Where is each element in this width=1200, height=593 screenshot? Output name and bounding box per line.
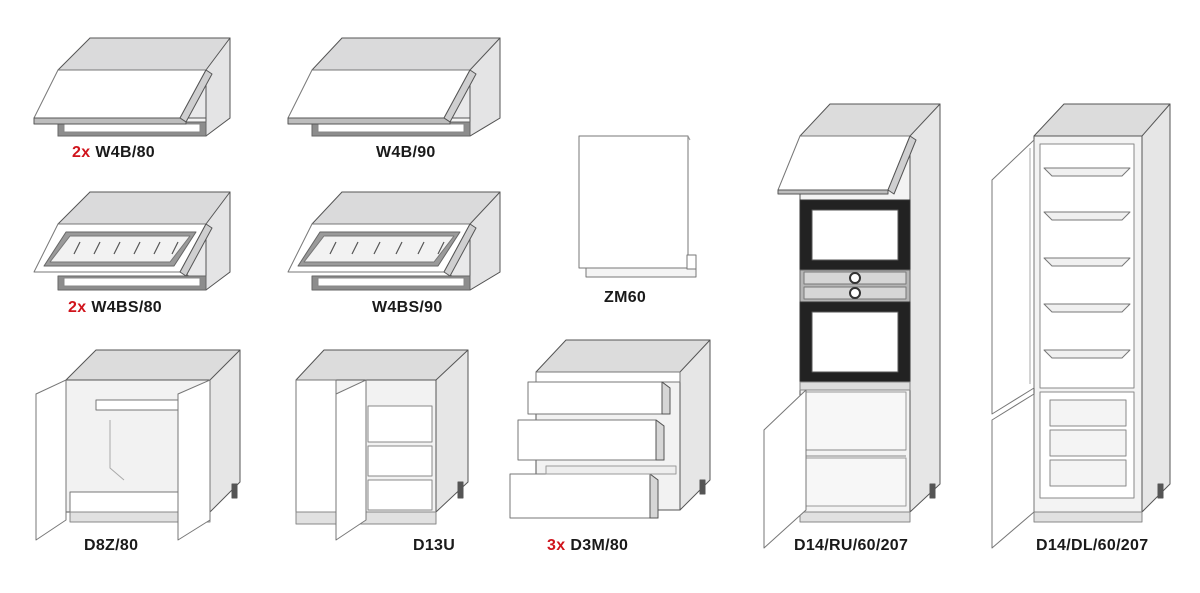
glass-cabinet-w4bs90-icon[interactable] xyxy=(287,191,501,291)
product-code: W4B/90 xyxy=(376,144,436,161)
product-code: D14/DL/60/207 xyxy=(1036,537,1149,554)
quantity-badge: 2x xyxy=(72,144,91,161)
product-code: W4B/80 xyxy=(95,144,156,161)
wall-cabinet-w4b80-icon[interactable] xyxy=(33,37,231,137)
quantity-badge: 3x xyxy=(547,537,566,554)
label-d8z80: D8Z/80 xyxy=(84,537,138,555)
dishwasher-panel-zm60-icon[interactable] xyxy=(578,135,697,278)
label-w4b90: W4B/90 xyxy=(376,144,436,162)
label-d14dl: D14/DL/60/207 xyxy=(1036,537,1148,555)
quantity-badge: 2x xyxy=(68,299,87,316)
product-code: D13U xyxy=(413,537,456,554)
product-code: D3M/80 xyxy=(570,537,629,554)
wall-cabinet-w4b90-icon[interactable] xyxy=(287,37,501,137)
glass-cabinet-w4bs80-icon[interactable] xyxy=(33,191,231,291)
fridge-tall-d14dl-icon[interactable] xyxy=(991,103,1171,549)
product-code: ZM60 xyxy=(604,289,647,306)
product-code: D8Z/80 xyxy=(84,537,139,554)
label-zm60: ZM60 xyxy=(604,289,646,307)
sink-base-d8z80-icon[interactable] xyxy=(35,349,241,541)
oven-tall-d14ru-icon[interactable] xyxy=(763,103,941,549)
label-d14ru: D14/RU/60/207 xyxy=(794,537,908,555)
drawer-base-d3m80-icon[interactable] xyxy=(509,339,711,519)
corner-base-d13u-icon[interactable] xyxy=(295,349,469,541)
product-code: D14/RU/60/207 xyxy=(794,537,909,554)
product-code: W4BS/90 xyxy=(372,299,443,316)
product-code: W4BS/80 xyxy=(91,299,162,316)
label-w4bs90: W4BS/90 xyxy=(372,299,443,317)
label-d13u: D13U xyxy=(413,537,455,555)
